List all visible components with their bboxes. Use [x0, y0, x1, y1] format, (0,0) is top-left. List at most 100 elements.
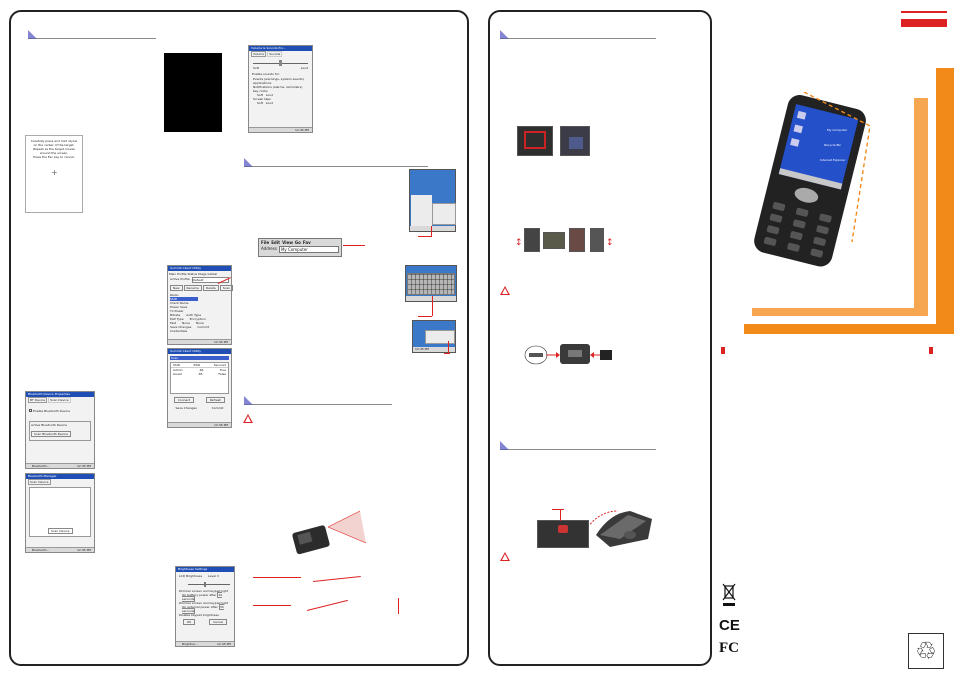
taskbar-time: 12:45 PM	[214, 340, 228, 344]
cell-secured: True	[219, 368, 226, 372]
cell-rssi: -64	[198, 368, 204, 372]
device-photo	[754, 92, 870, 267]
tab-scan-device[interactable]: Scan Device	[48, 397, 71, 403]
external-delay-select[interactable]: 30 seconds	[182, 604, 224, 614]
taskbar-label[interactable]: Bluetooth...	[32, 548, 50, 552]
save-changes-button[interactable]: Save Changes	[170, 325, 192, 329]
card-slot-photo	[524, 228, 540, 252]
enable-bluetooth-checkbox[interactable]	[29, 409, 32, 412]
callout-line	[431, 226, 432, 236]
scan-header: Scan	[170, 356, 229, 360]
commit-button[interactable]: Commit	[197, 325, 210, 329]
card-slot-photo	[543, 232, 565, 249]
tab-status[interactable]: Status	[187, 272, 198, 276]
ok-button[interactable]: OK	[182, 619, 196, 625]
cradle-illustration	[590, 510, 652, 547]
callout-line	[398, 598, 399, 614]
address-field[interactable]: My Computer	[278, 246, 339, 253]
menu-view[interactable]: View	[282, 240, 293, 245]
window-title: Bluetooth Device Properties	[26, 392, 94, 397]
field-tx-power[interactable]: Tx Power	[170, 309, 184, 313]
callout-line	[444, 353, 450, 354]
save-changes-button[interactable]: Save Changes	[175, 406, 197, 410]
field-eap-type[interactable]: EAP Type	[170, 317, 184, 321]
field-client-name[interactable]: Client Name	[170, 301, 189, 305]
taskbar-time: 12:45 PM	[77, 548, 91, 552]
tab-scan-device[interactable]: Scan Device	[28, 479, 51, 485]
option-soft[interactable]: Soft	[257, 101, 263, 105]
delete-button[interactable]: Delete	[202, 285, 219, 291]
credentials-button[interactable]: Credentials	[170, 329, 188, 333]
tab-profile[interactable]: Profile	[177, 272, 187, 276]
taskbar: Bluetooth... 12:45 PM	[26, 463, 94, 468]
warning-icon	[500, 286, 510, 295]
option-loud[interactable]: Loud	[265, 101, 274, 105]
tab-global[interactable]: Global	[207, 272, 218, 276]
scale-high: Loud	[300, 66, 308, 70]
scan-button[interactable]: Scan	[219, 285, 234, 291]
tab-volume[interactable]: Volume	[251, 51, 267, 57]
field-auth-type[interactable]: Auth Type	[186, 313, 202, 317]
column-rssi: RSSI	[193, 363, 201, 367]
table-row[interactable]: Admin -64 True	[171, 368, 228, 372]
desktop-icon-label: Recycle Bin	[824, 143, 842, 147]
calibration-cross[interactable]: +	[51, 168, 58, 177]
taskbar-screenshot: 12:45 PM	[412, 320, 456, 353]
tab-main[interactable]: Main	[169, 272, 177, 276]
callout-line	[448, 341, 449, 353]
value-none: None	[182, 321, 190, 325]
field-power-save[interactable]: Power Save	[170, 305, 188, 309]
cell-rssi: -85	[197, 372, 203, 376]
taskbar: 12:45 PM	[168, 339, 231, 344]
volume-slider[interactable]	[253, 60, 308, 66]
refresh-button[interactable]: Refresh	[205, 397, 226, 403]
section-header	[500, 30, 656, 39]
window-title: Brightness Settings	[176, 567, 234, 572]
connect-button[interactable]: Connect	[173, 397, 195, 403]
scan-device-button[interactable]: Scan Device	[48, 528, 73, 534]
scan-bluetooth-button[interactable]: Scan Bluetooth Device	[31, 431, 71, 437]
dim-on-external-option[interactable]: Dimmer screen and keypad light	[179, 601, 229, 605]
section-header	[28, 30, 156, 39]
table-row[interactable]: Guest -85 False	[171, 372, 228, 376]
option-applications[interactable]: Applications	[253, 81, 272, 85]
menu-edit[interactable]: Edit	[271, 240, 281, 245]
taskbar-time: 12:45 PM	[415, 347, 429, 351]
callout-line	[560, 509, 561, 521]
field-bitrate[interactable]: Bitrate	[170, 313, 181, 317]
value-none: None	[195, 321, 204, 325]
option-events[interactable]: Events (warnings, system events)	[253, 77, 304, 81]
taskbar-label[interactable]: Bluetooth...	[32, 464, 50, 468]
field-ssid[interactable]: SSID	[170, 297, 198, 301]
cancel-button[interactable]: Cancel	[208, 619, 228, 625]
tab-diags[interactable]: Diags	[198, 272, 207, 276]
menu-file[interactable]: File	[261, 240, 270, 245]
desktop-icon-label: My Computer	[827, 128, 848, 132]
option-soft[interactable]: Soft	[257, 93, 263, 97]
option-notifications[interactable]: Notifications (alarms, reminders)	[253, 85, 303, 89]
battery-after-label: On battery power after	[182, 593, 217, 597]
option-screen-taps[interactable]: Screen taps	[253, 97, 271, 101]
card-slot-photo	[569, 228, 585, 252]
external-after-label: On external power after	[182, 605, 218, 609]
desktop-icon-label: Internet Explorer	[820, 158, 846, 162]
option-loud[interactable]: Loud	[265, 93, 274, 97]
taskbar-time: 12:45 PM	[217, 642, 231, 646]
rename-button[interactable]: Rename	[183, 285, 202, 291]
tab-sounds[interactable]: Sounds	[267, 51, 283, 57]
red-mark	[929, 347, 933, 354]
taskbar-label[interactable]: Brightne...	[182, 642, 198, 646]
battery-delay-select[interactable]: 10 seconds	[182, 592, 223, 602]
disable-keypad-option[interactable]: Disable keypad brightness	[179, 613, 219, 617]
option-key-clicks[interactable]: Key clicks	[253, 89, 268, 93]
commit-button[interactable]: Commit	[211, 406, 224, 410]
menu-go[interactable]: Go	[294, 240, 301, 245]
section-header	[244, 396, 392, 405]
field-encryption[interactable]: Encryption	[189, 317, 206, 321]
menu-fav[interactable]: Fav	[302, 240, 311, 245]
tab-bt-device[interactable]: BT Device	[28, 397, 48, 403]
brightness-slider[interactable]	[188, 582, 230, 587]
new-button[interactable]: New	[170, 285, 183, 291]
dim-on-battery-option[interactable]: Dimmer screen and keypad light	[179, 589, 229, 593]
active-profile-select[interactable]: Default	[191, 277, 229, 283]
